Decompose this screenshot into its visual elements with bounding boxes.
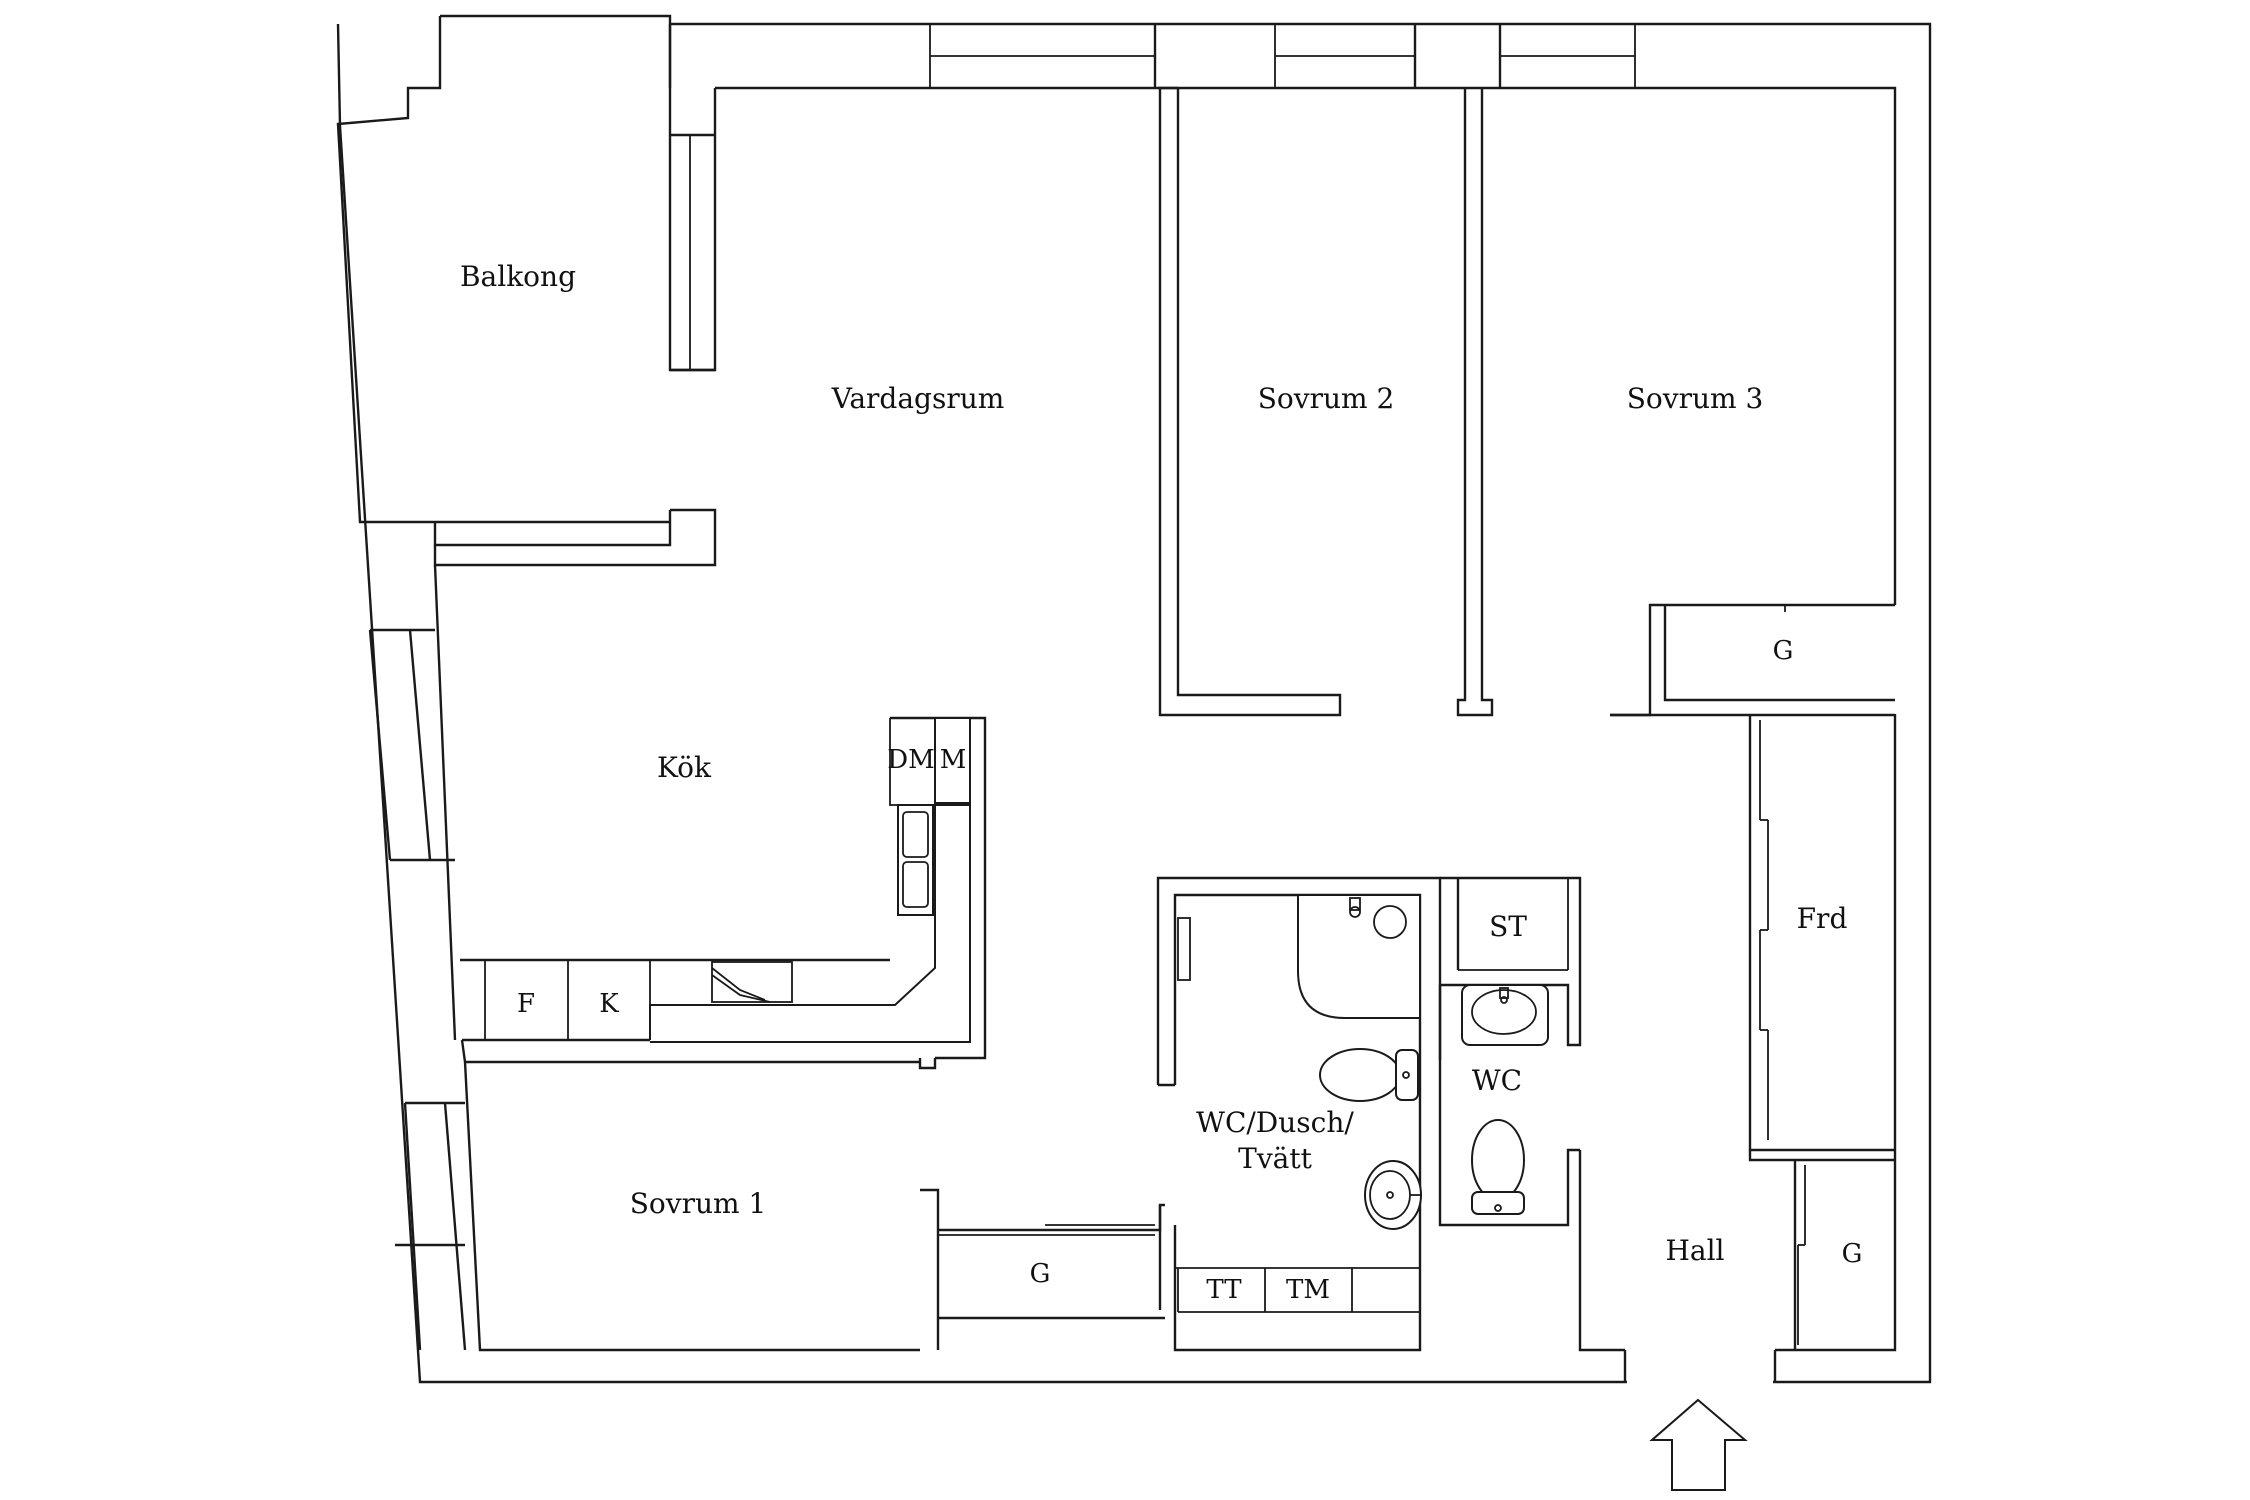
bedroom-1-walls: [920, 1188, 1165, 1350]
label-dm: DM: [887, 745, 934, 775]
label-g-bedroom1: G: [1030, 1259, 1051, 1289]
balcony: [336, 14, 717, 567]
label-wc: WC: [1472, 1064, 1522, 1097]
room-labels: Balkong Vardagsrum Sovrum 2 Sovrum 3 Kök…: [460, 260, 1847, 1267]
label-sovrum2: Sovrum 2: [1258, 382, 1395, 415]
north-windows: [929, 23, 1636, 89]
label-wc-dusch-line1: WC/Dusch/: [1196, 1106, 1354, 1139]
label-tm: TM: [1286, 1275, 1330, 1305]
outer-walls: [336, 22, 1932, 1384]
hall-storage-walls: [1793, 1160, 1806, 1350]
wc-room: [1438, 876, 1582, 1227]
label-g-hall: G: [1842, 1239, 1863, 1269]
label-sovrum3: Sovrum 3: [1627, 382, 1764, 415]
label-kok: Kök: [657, 751, 712, 784]
label-sovrum1: Sovrum 1: [630, 1187, 767, 1220]
frd-closet-walls: [1748, 715, 1895, 1162]
label-vardagsrum: Vardagsrum: [831, 382, 1005, 415]
label-g-bedroom3: G: [1773, 636, 1794, 666]
fixture-labels: DM M F K TT TM G G G: [517, 636, 1862, 1305]
label-tt: TT: [1206, 1275, 1242, 1305]
label-frd: Frd: [1797, 902, 1848, 935]
label-m: M: [940, 745, 967, 775]
bedroom-3-walls: [1610, 603, 1895, 717]
label-f: F: [517, 989, 535, 1019]
entrance-arrow-icon: [1649, 1398, 1748, 1491]
label-wc-dusch-line2: Tvätt: [1238, 1142, 1312, 1175]
label-st: ST: [1489, 910, 1527, 943]
label-hall: Hall: [1665, 1234, 1724, 1267]
label-balkong: Balkong: [460, 260, 576, 293]
bathroom: [1156, 876, 1442, 1352]
kitchen: [460, 716, 987, 1070]
label-k: K: [599, 989, 619, 1019]
bedroom-2-walls: [1158, 86, 1494, 717]
